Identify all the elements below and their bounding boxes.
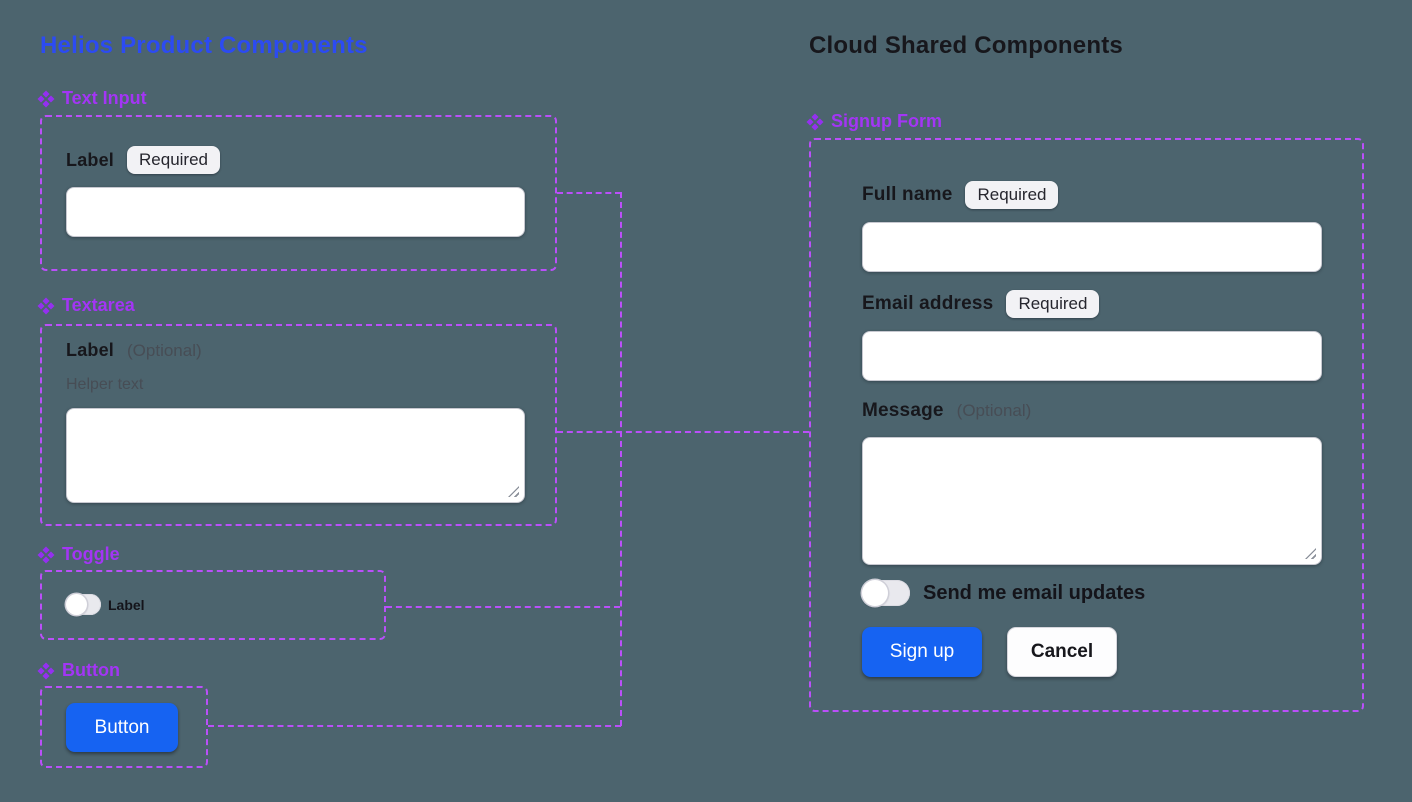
textarea-label-row: Label (Optional) [66,340,202,361]
email-input[interactable] [862,331,1322,381]
required-badge: Required [127,146,221,174]
text-input-frame[interactable]: Label Required [40,115,557,271]
toggle-knob[interactable] [862,580,888,606]
full-name-label-row: Full name Required [862,181,1059,209]
sign-up-button[interactable]: Sign up [862,627,982,677]
helios-section-title: Helios Product Components [40,32,368,59]
field-label: Label [66,340,115,360]
textarea-field[interactable] [66,408,525,503]
toggle-frame[interactable]: Label [40,570,386,640]
full-name-input[interactable] [862,222,1322,272]
cancel-button[interactable]: Cancel [1007,627,1117,677]
toggle-label: Label [108,597,145,613]
component-label-text-input[interactable]: Text Input [37,88,147,109]
toggle-switch[interactable] [66,594,101,615]
toggle-knob[interactable] [66,594,87,615]
email-updates-label: Send me email updates [923,582,1146,604]
field-label: Label [66,149,115,170]
sample-button[interactable]: Button [66,703,178,752]
cloud-section-title: Cloud Shared Components [809,32,1123,59]
component-name: Signup Form [831,111,942,131]
component-icon [806,113,824,130]
email-updates-toggle[interactable] [862,580,910,606]
connector-textarea [557,431,809,433]
component-label-signup-form[interactable]: Signup Form [806,111,942,132]
component-icon [37,90,55,107]
component-label-textarea[interactable]: Textarea [37,295,135,316]
optional-hint: (Optional) [956,401,1032,420]
connector-toggle [386,606,620,608]
component-name: Text Input [62,88,147,108]
component-label-toggle[interactable]: Toggle [37,544,120,565]
message-label-row: Message (Optional) [862,400,1031,422]
component-label-button[interactable]: Button [37,660,120,681]
email-label-row: Email address Required [862,290,1100,318]
component-icon [37,297,55,314]
required-badge: Required [965,181,1059,209]
component-icon [37,662,55,679]
connector-trunk [620,192,622,726]
signup-form-frame[interactable]: Full name Required Email address Require… [809,138,1364,712]
optional-hint: (Optional) [127,340,202,360]
resize-handle-icon[interactable] [508,486,519,497]
message-textarea[interactable] [862,437,1322,565]
connector-text-input [557,192,621,194]
field-label: Email address [862,293,994,314]
field-label: Message [862,400,944,421]
component-name: Textarea [62,295,135,315]
component-name: Toggle [62,544,120,564]
component-name: Button [62,660,120,680]
button-frame[interactable]: Button [40,686,208,768]
textarea-frame[interactable]: Label (Optional) Helper text [40,324,557,526]
field-label: Full name [862,184,953,205]
text-input-label-row: Label Required [66,146,221,174]
text-input-field[interactable] [66,187,525,237]
required-badge: Required [1006,290,1100,318]
helper-text: Helper text [66,376,144,393]
connector-button [208,725,621,727]
component-icon [37,546,55,563]
resize-handle-icon[interactable] [1305,548,1316,559]
